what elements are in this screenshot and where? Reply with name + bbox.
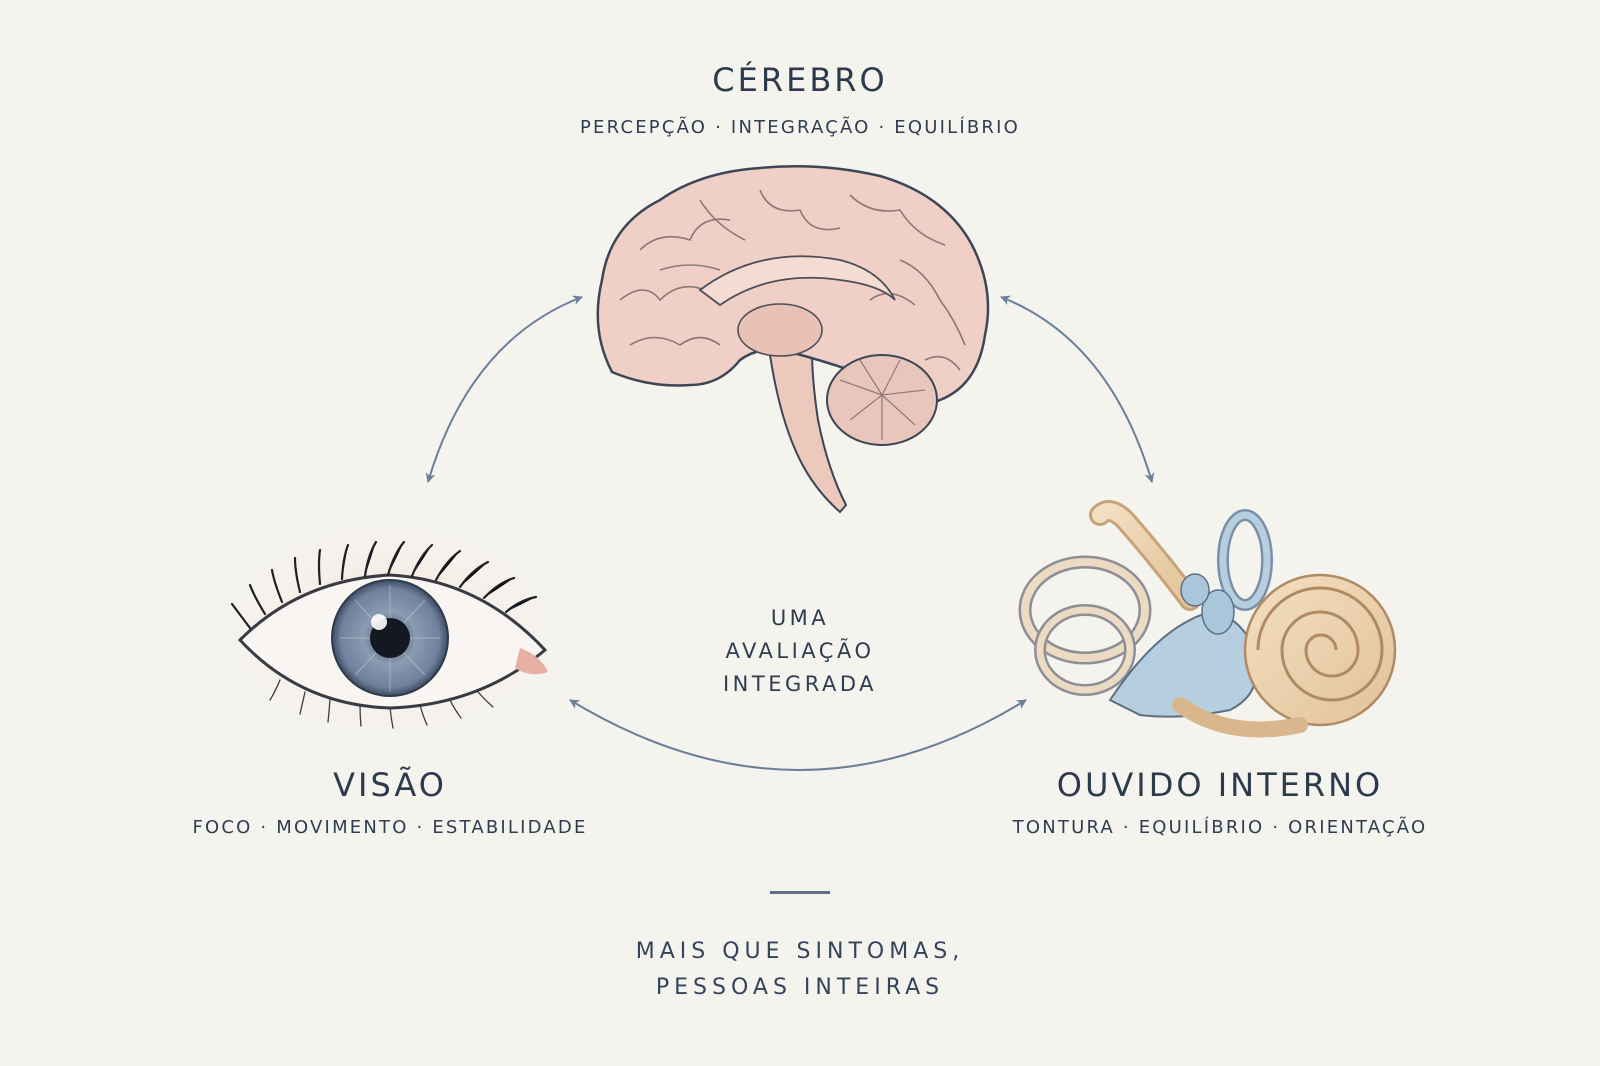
- divider: [770, 891, 830, 894]
- arrow-vision-ear: [569, 699, 1027, 771]
- center-line-3: INTEGRADA: [722, 672, 878, 696]
- inner-ear-illustration: [1018, 500, 1397, 738]
- arrow-brain-vision: [425, 295, 583, 483]
- inner-ear-title: OUVIDO INTERNO: [1056, 766, 1384, 804]
- brain-title: CÉREBRO: [712, 61, 888, 99]
- brain-subtitle: PERCEPÇÃO · INTEGRAÇÃO · EQUILÍBRIO: [580, 117, 1020, 138]
- arrow-brain-ear: [1000, 295, 1155, 483]
- eye-illustration: [215, 515, 565, 745]
- brain-illustration: [596, 164, 990, 514]
- center-line-1: UMA: [770, 606, 830, 630]
- vision-title: VISÃO: [333, 766, 447, 804]
- center-line-2: AVALIAÇÃO: [725, 639, 875, 663]
- tagline-line-1: MAIS QUE SINTOMAS,: [635, 939, 965, 964]
- vision-subtitle: FOCO · MOVIMENTO · ESTABILIDADE: [192, 817, 588, 838]
- tagline-line-2: PESSOAS INTEIRAS: [655, 975, 945, 1000]
- inner-ear-subtitle: TONTURA · EQUILÍBRIO · ORIENTAÇÃO: [1012, 817, 1428, 838]
